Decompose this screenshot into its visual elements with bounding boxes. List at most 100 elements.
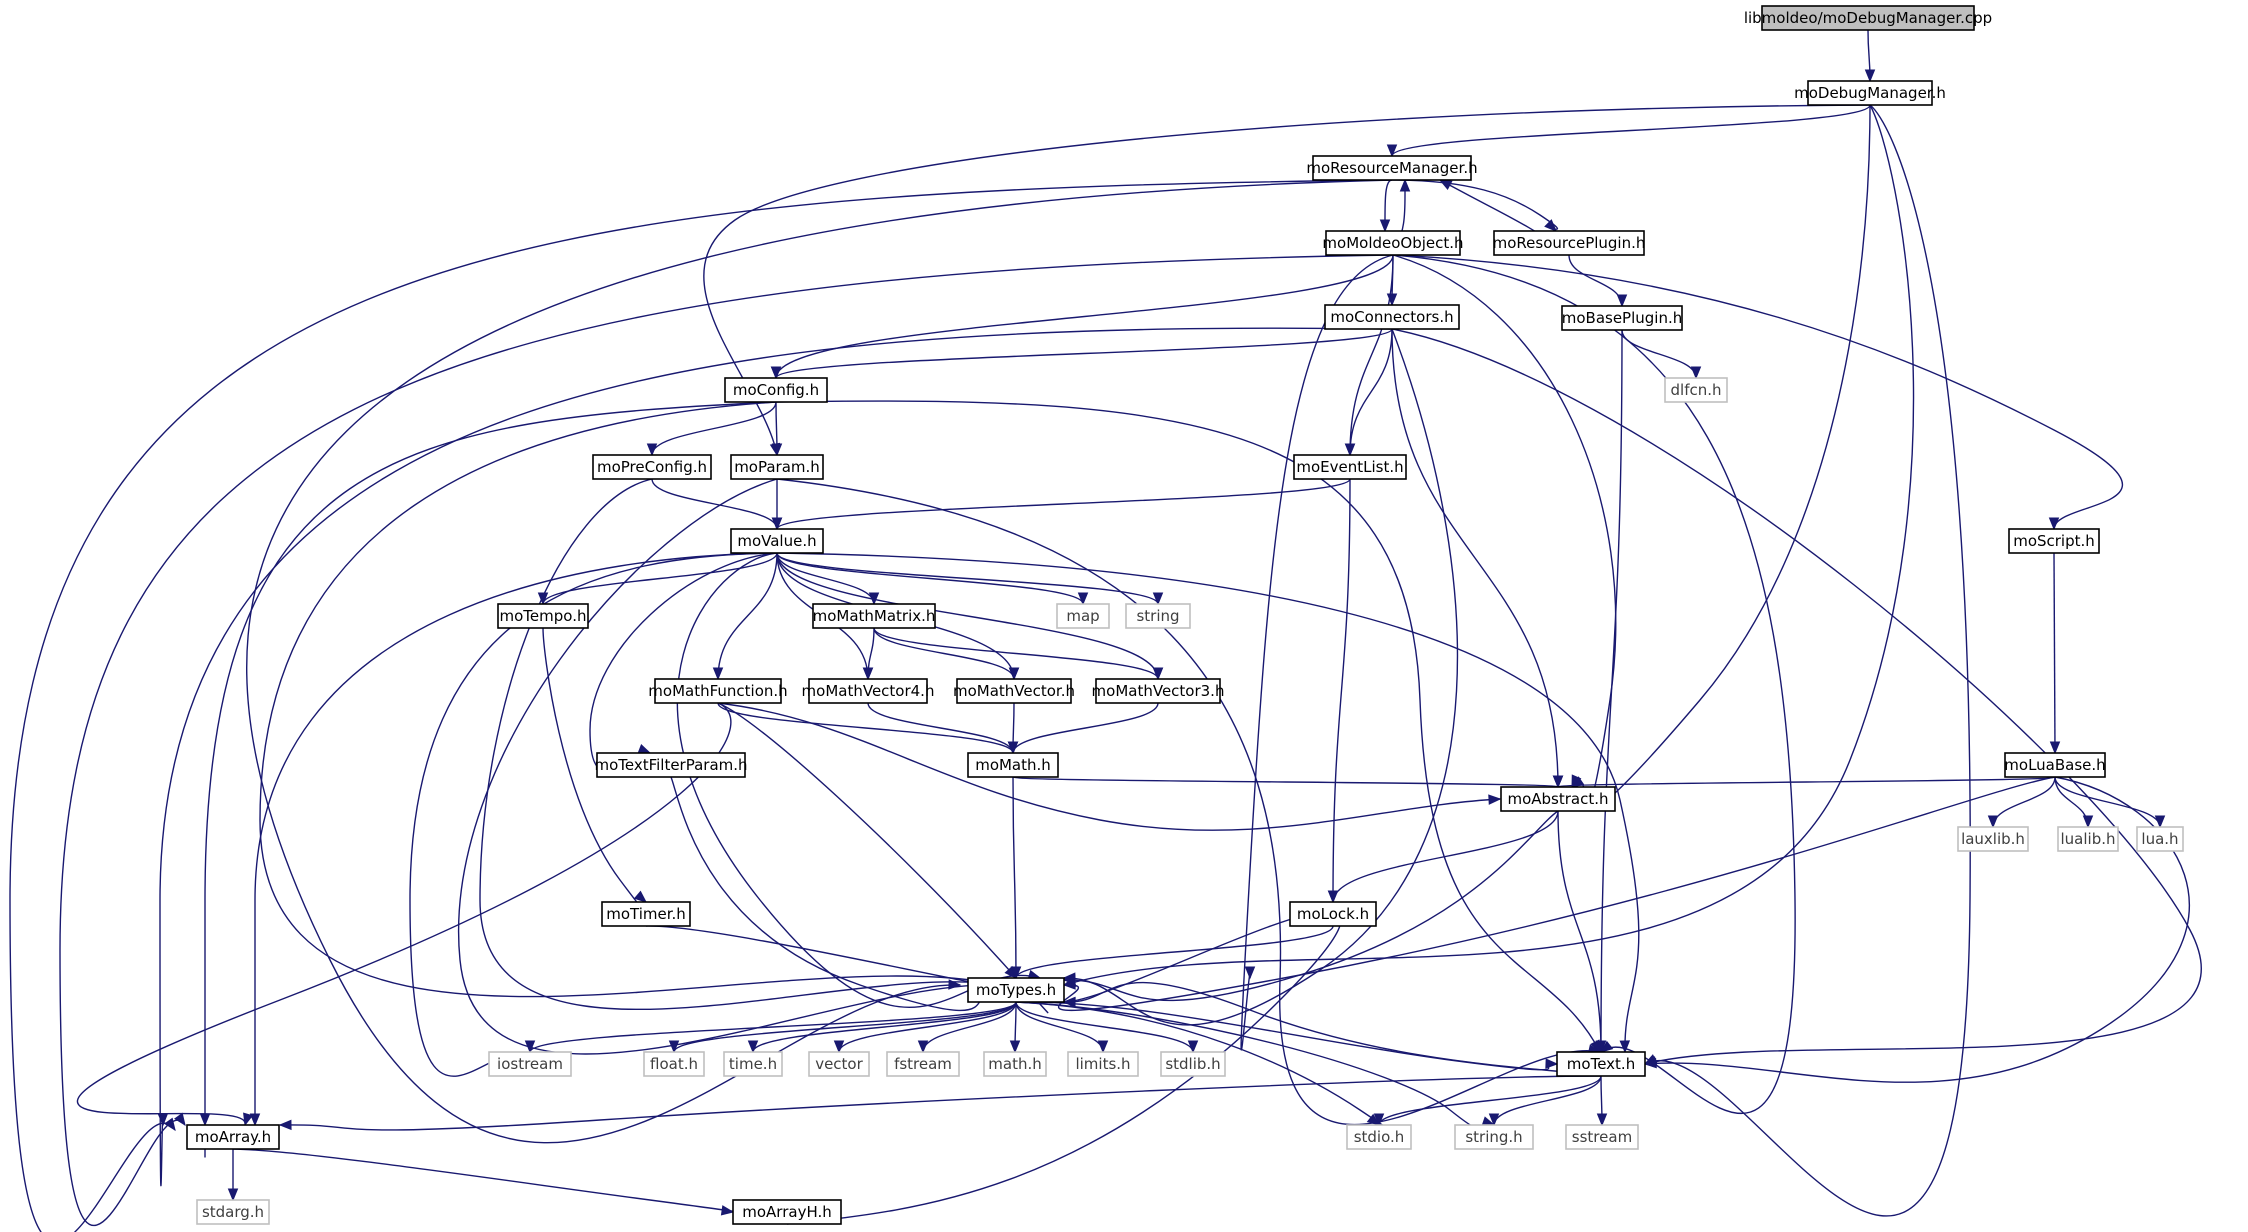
node-float: float.h <box>643 1051 705 1077</box>
node-label-fstream: fstream <box>894 1055 952 1073</box>
edge-timer-to-types <box>645 925 1015 991</box>
node-eventlist[interactable]: moEventList.h <box>1293 454 1407 480</box>
node-label-mathvector4: moMathVector4.h <box>802 682 935 700</box>
node-baseplugin[interactable]: moBasePlugin.h <box>1561 305 1683 331</box>
node-root[interactable]: libmoldeo/moDebugManager.cpp <box>1744 5 1992 31</box>
node-label-stringh: string.h <box>1465 1128 1522 1146</box>
node-label-preconfig: moPreConfig.h <box>597 458 707 476</box>
edge-value-to-array <box>249 552 778 1127</box>
node-textfilterparam[interactable]: moTextFilterParam.h <box>594 752 748 778</box>
node-math[interactable]: moMath.h <box>967 752 1059 778</box>
edge-dbg-to-abstract <box>1570 104 1871 811</box>
edge-value-to-text <box>776 552 1640 1054</box>
edge-arrayh-to-types <box>786 910 1342 1225</box>
edge-abstract-to-types <box>1062 810 1559 1002</box>
node-label-mathvector: moMathVector.h <box>953 682 1075 700</box>
edge-baseplugin-to-text <box>1595 329 1623 1054</box>
edge-preconfig-to-value <box>651 478 783 531</box>
node-label-mathmatrix: moMathMatrix.h <box>813 607 936 625</box>
node-resmgr[interactable]: moResourceManager.h <box>1306 155 1478 181</box>
edge-script-to-luabase <box>2049 552 2061 755</box>
edge-types-to-iostream <box>524 1001 1017 1054</box>
node-mathvector4[interactable]: moMathVector4.h <box>802 678 935 704</box>
node-stdio: stdio.h <box>1346 1124 1412 1150</box>
node-param[interactable]: moParam.h <box>730 454 824 480</box>
node-limits: limits.h <box>1067 1051 1139 1077</box>
edge-dbg-to-resmgr <box>1386 104 1871 158</box>
node-resplugin[interactable]: moResourcePlugin.h <box>1493 230 1646 256</box>
node-label-sstream: sstream <box>1572 1128 1632 1146</box>
node-stringh: string.h <box>1454 1124 1534 1150</box>
node-value[interactable]: moValue.h <box>730 528 824 554</box>
edge-value-to-mathfunction <box>712 552 778 681</box>
edge-luabase-to-lualib <box>2054 776 2094 829</box>
edge-config-to-preconfig <box>646 401 777 457</box>
edge-value-to-tempo <box>537 552 778 606</box>
node-label-math: moMath.h <box>975 756 1051 774</box>
node-label-arrayh: moArrayH.h <box>742 1203 831 1221</box>
node-dlfcn: dlfcn.h <box>1664 377 1728 403</box>
edge-dbg-to-text <box>1643 104 1971 1217</box>
edge-resmgr-to-resplugin <box>1391 179 1559 232</box>
edge-baseplugin-to-dlfcn <box>1621 329 1702 380</box>
edge-array-to-arrayh <box>232 1148 740 1216</box>
node-stdarg: stdarg.h <box>196 1199 270 1225</box>
edge-eventlist-to-value <box>771 478 1351 531</box>
edge-mathvector3-to-math <box>1007 702 1159 755</box>
edge-value-to-textfilterparam <box>589 552 778 772</box>
edge-types-to-time <box>747 1001 1017 1054</box>
node-mathh: math.h <box>983 1051 1047 1077</box>
node-mathmatrix[interactable]: moMathMatrix.h <box>812 603 936 629</box>
node-abstract[interactable]: moAbstract.h <box>1500 786 1616 812</box>
node-time: time.h <box>723 1051 783 1077</box>
edge-moldeoobj-to-eventlist <box>1344 254 1394 457</box>
node-text[interactable]: moText.h <box>1556 1051 1646 1077</box>
node-label-resmgr: moResourceManager.h <box>1306 159 1477 177</box>
edge-moldeoobj-to-script <box>1392 254 2123 531</box>
edge-resplugin-to-baseplugin <box>1568 254 1628 308</box>
node-label-timer: moTimer.h <box>606 905 686 923</box>
node-label-dbg: moDebugManager.h <box>1794 84 1946 102</box>
node-moldeoobj[interactable]: moMoldeoObject.h <box>1322 230 1464 256</box>
edge-moldeoobj-to-config <box>770 254 1394 380</box>
node-label-value: moValue.h <box>737 532 816 550</box>
node-connectors[interactable]: moConnectors.h <box>1324 304 1460 330</box>
node-config[interactable]: moConfig.h <box>724 377 828 403</box>
node-label-map: map <box>1066 607 1099 625</box>
edge-luabase-to-abstract <box>1552 775 2056 789</box>
node-array[interactable]: moArray.h <box>186 1124 280 1150</box>
node-label-lualib: lualib.h <box>2061 830 2116 848</box>
edge-types-to-float <box>668 1001 1017 1054</box>
node-arrayh[interactable]: moArrayH.h <box>732 1199 842 1225</box>
node-tempo[interactable]: moTempo.h <box>497 603 589 629</box>
node-label-iostream: iostream <box>497 1055 563 1073</box>
edge-moldeoobj-to-text <box>1392 254 1796 1115</box>
node-label-limits: limits.h <box>1075 1055 1130 1073</box>
node-mathvector3[interactable]: moMathVector3.h <box>1092 678 1225 704</box>
node-luabase[interactable]: moLuaBase.h <box>2004 752 2106 778</box>
node-types[interactable]: moTypes.h <box>967 977 1065 1003</box>
edge-value-to-map <box>776 552 1089 606</box>
node-mathfunction[interactable]: moMathFunction.h <box>648 678 788 704</box>
node-dbg[interactable]: moDebugManager.h <box>1794 80 1946 106</box>
edge-array-to-stdarg <box>227 1149 239 1202</box>
node-map: map <box>1056 603 1110 629</box>
node-label-time: time.h <box>729 1055 777 1073</box>
node-label-mathh: math.h <box>988 1055 1041 1073</box>
edge-connectors-to-text <box>1391 328 2202 1067</box>
node-fstream: fstream <box>886 1051 960 1077</box>
node-preconfig[interactable]: moPreConfig.h <box>592 454 712 480</box>
edge-mathvector4-to-math <box>867 702 1019 755</box>
edge-moldeoobj-to-array <box>59 254 1394 1227</box>
edge-mathmatrix-to-mathvector4 <box>862 627 875 681</box>
edge-text-to-stringh <box>1488 1075 1602 1127</box>
node-label-root: libmoldeo/moDebugManager.cpp <box>1744 9 1992 27</box>
node-mathvector[interactable]: moMathVector.h <box>953 678 1075 704</box>
node-label-textfilterparam: moTextFilterParam.h <box>594 756 747 774</box>
node-lock[interactable]: moLock.h <box>1289 901 1377 927</box>
edge-textfilterparam-to-types <box>670 776 1002 1012</box>
edge-connectors-to-eventlist <box>1344 328 1393 457</box>
node-timer[interactable]: moTimer.h <box>601 901 691 927</box>
node-script[interactable]: moScript.h <box>2008 528 2100 554</box>
node-label-stdlib: stdlib.h <box>1165 1055 1220 1073</box>
